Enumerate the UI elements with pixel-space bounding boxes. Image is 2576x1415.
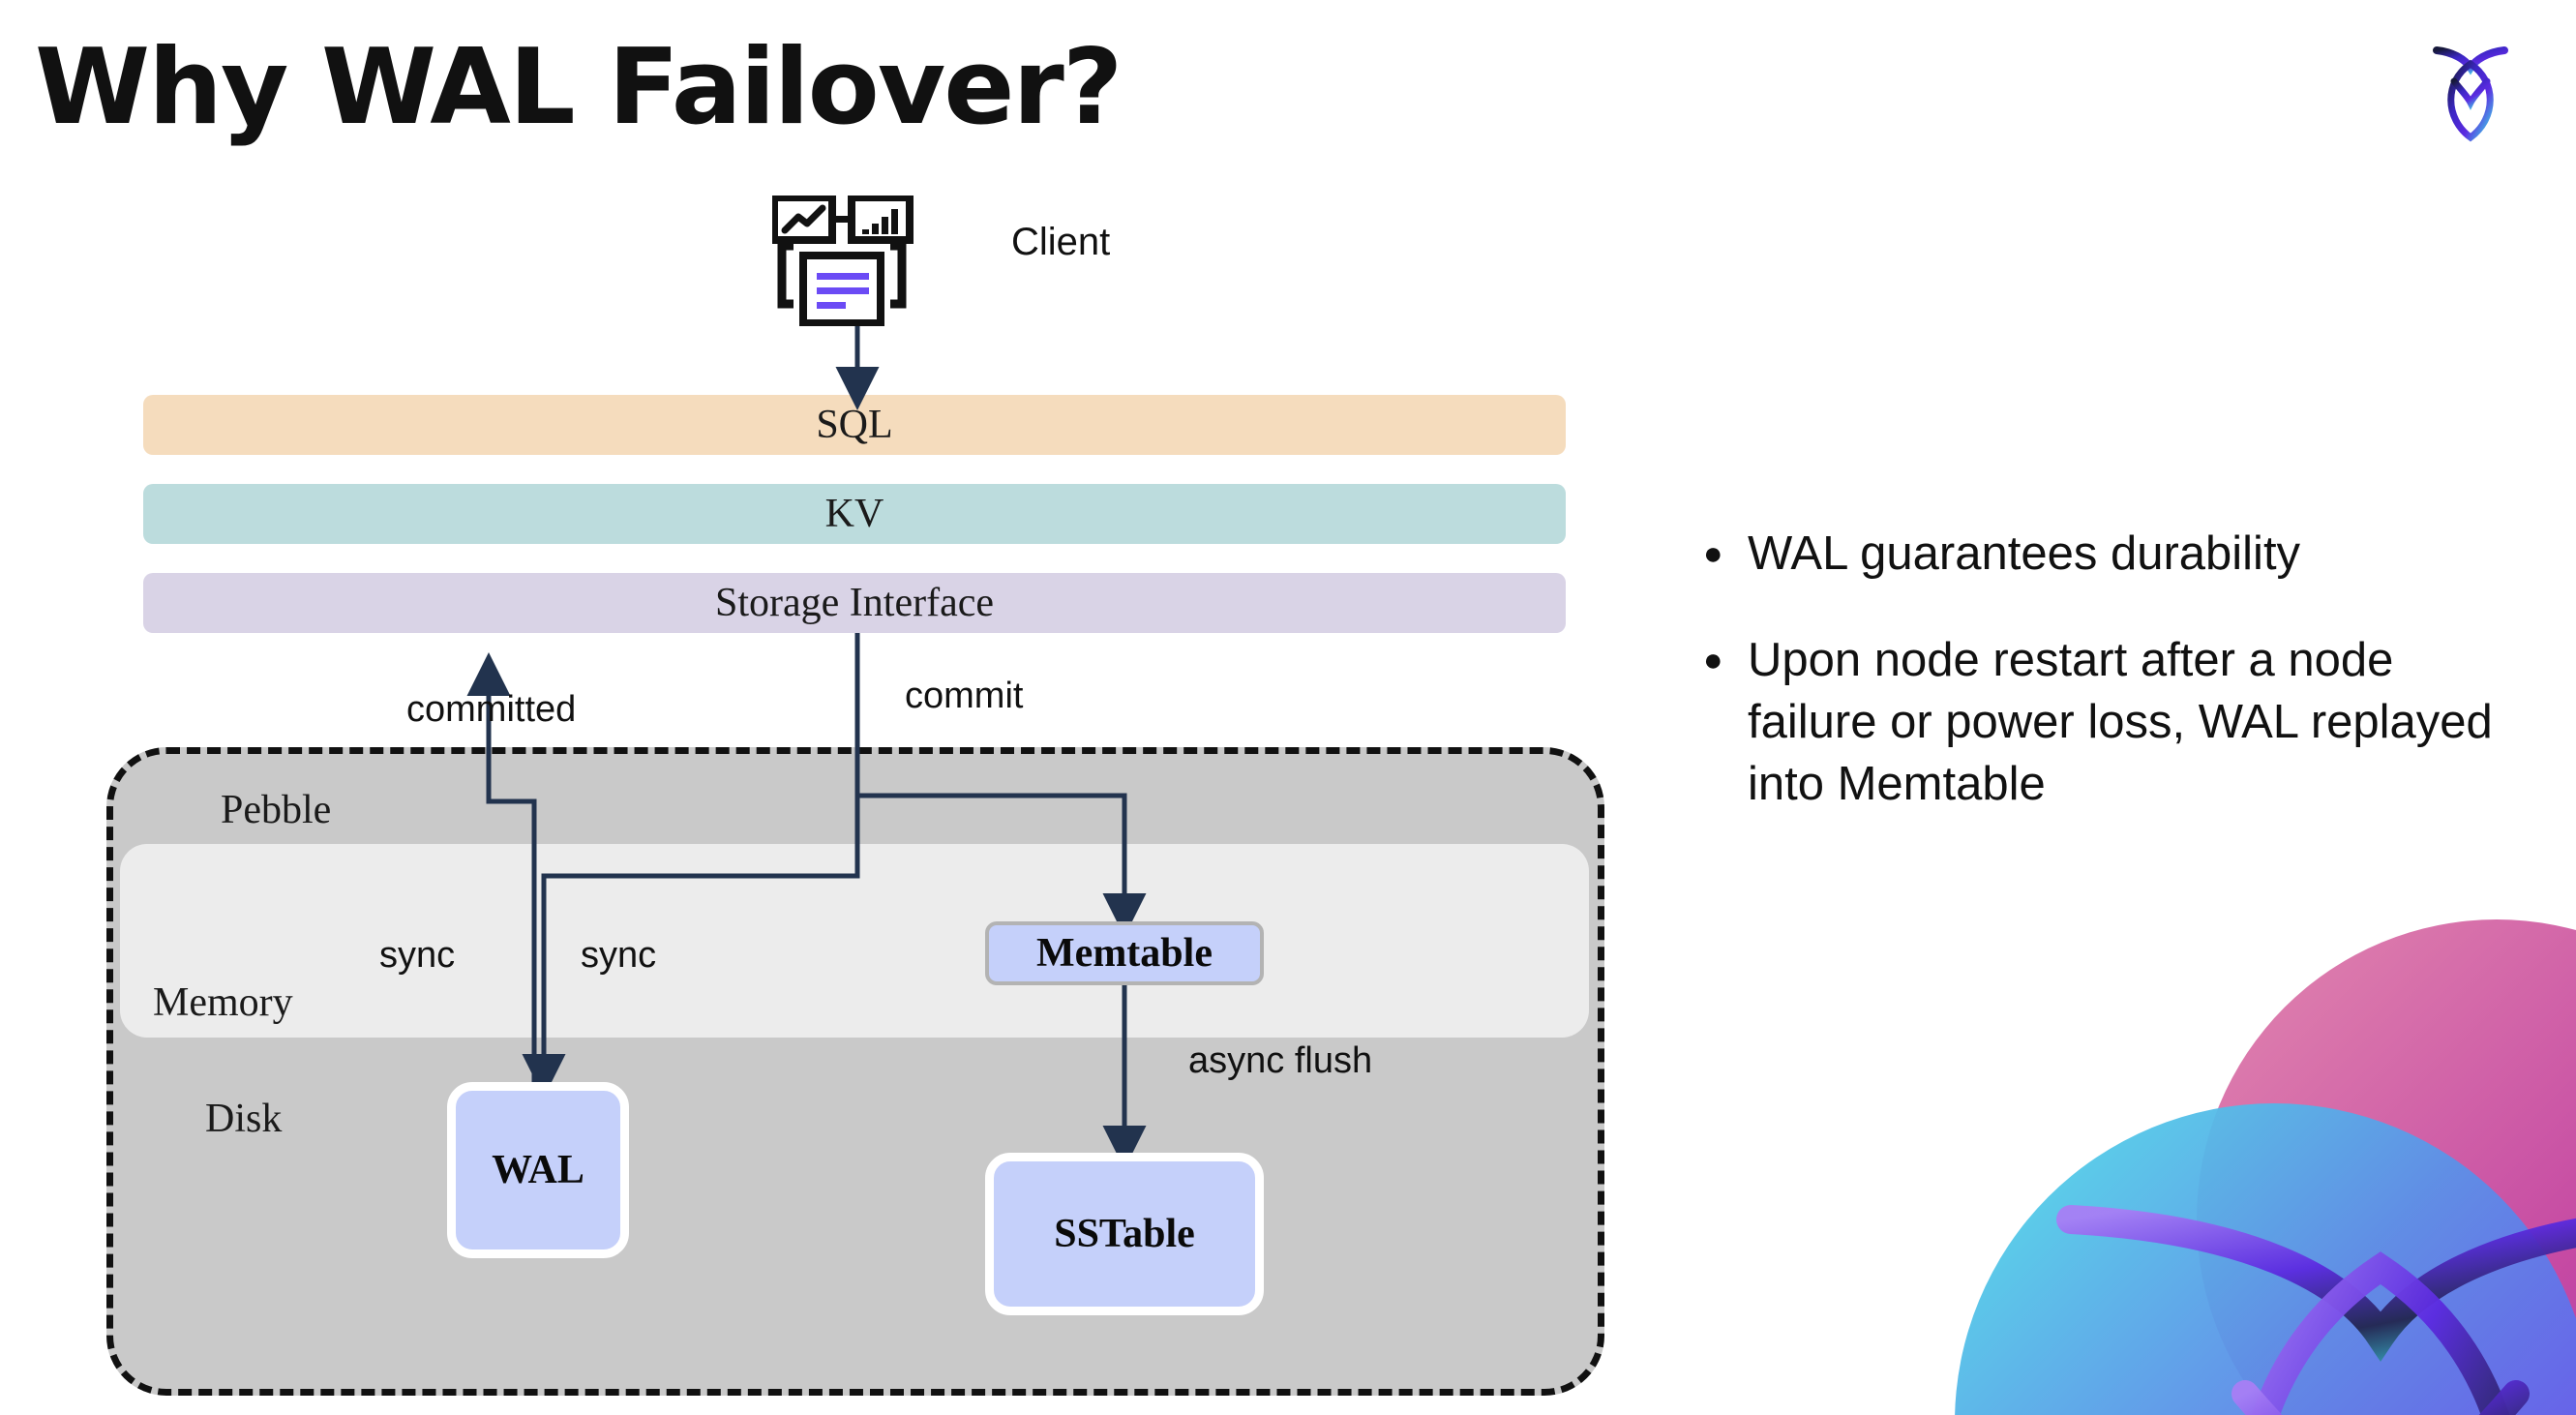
cockroachdb-logo	[2408, 35, 2533, 151]
node-sstable-label: SSTable	[1054, 1212, 1195, 1256]
cockroachdb-watermark	[1955, 900, 2576, 1415]
node-wal: WAL	[447, 1082, 629, 1258]
edge-label-async-flush: async flush	[1188, 1040, 1373, 1081]
edge-label-sync-up: sync	[379, 935, 456, 976]
node-wal-label: WAL	[492, 1148, 584, 1192]
node-sstable: SSTable	[985, 1153, 1264, 1315]
bullet-text: WAL guarantees durability	[1748, 527, 2301, 580]
list-item: ● WAL guarantees durability	[1703, 523, 2506, 585]
client-dashboard-icon	[770, 194, 927, 327]
bullet-marker-icon: ●	[1703, 642, 1723, 678]
layer-bar-kv-label: KV	[824, 492, 884, 536]
memory-region	[120, 844, 1589, 1038]
edge-label-committed: committed	[406, 689, 577, 730]
edge-label-commit: commit	[905, 676, 1024, 716]
layer-bar-storage-interface: Storage Interface	[143, 573, 1566, 633]
edge-label-sync-down: sync	[581, 935, 657, 976]
layer-bar-storage-interface-label: Storage Interface	[715, 581, 994, 625]
node-memtable: Memtable	[985, 921, 1264, 985]
bullet-text: Upon node restart after a node failure o…	[1748, 634, 2493, 810]
list-item: ● Upon node restart after a node failure…	[1703, 629, 2506, 815]
client-label: Client	[1011, 221, 1111, 263]
page-title: Why WAL Failover?	[35, 27, 1123, 148]
layer-bar-sql: SQL	[143, 395, 1566, 455]
pebble-label: Pebble	[221, 788, 332, 832]
bullet-marker-icon: ●	[1703, 535, 1723, 572]
layer-bar-sql-label: SQL	[816, 403, 893, 447]
disk-label: Disk	[205, 1097, 283, 1141]
layer-bar-kv: KV	[143, 484, 1566, 544]
node-memtable-label: Memtable	[1036, 931, 1213, 976]
bullet-list: ● WAL guarantees durability ● Upon node …	[1703, 523, 2506, 859]
memory-label: Memory	[153, 980, 293, 1025]
